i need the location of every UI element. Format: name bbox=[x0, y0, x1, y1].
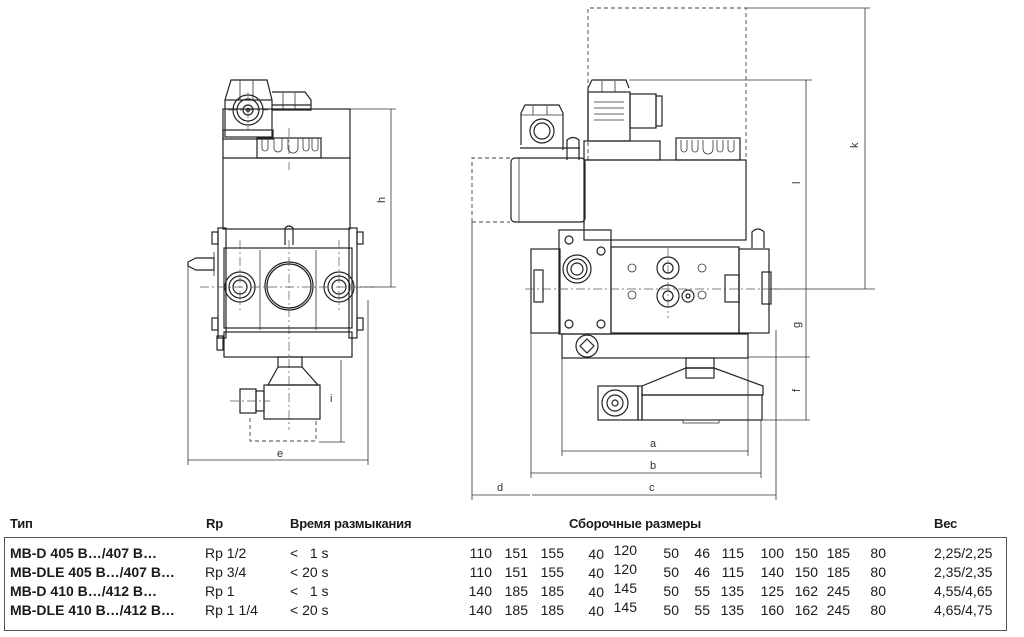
cell-rp: Rp 1 1/4 bbox=[205, 602, 258, 618]
dim-label-b: b bbox=[650, 460, 656, 472]
cell-dimension: 140 bbox=[468, 583, 492, 599]
side-view: k l g f a b d c bbox=[471, 7, 875, 500]
inlet-port-icon bbox=[562, 254, 592, 284]
cell-dimension: 185 bbox=[540, 583, 564, 599]
header-time: Время размыкания bbox=[290, 516, 412, 531]
cell-rp: Rp 1/2 bbox=[205, 545, 247, 561]
header-type: Тип bbox=[10, 516, 33, 531]
cell-dimension: 155 bbox=[540, 545, 564, 561]
cell-dimension: 245 bbox=[826, 602, 850, 618]
cell-dimension: 140 bbox=[760, 564, 784, 580]
cell-dimension: 55 bbox=[694, 602, 710, 618]
cell-dimension: 50 bbox=[663, 602, 679, 618]
table-frame bbox=[4, 537, 1007, 631]
coil-port-icon bbox=[529, 118, 555, 144]
cell-dimension: 145 bbox=[613, 599, 637, 615]
cell-time: < 1 s bbox=[290, 583, 329, 599]
cell-dimension: 40 bbox=[588, 565, 604, 581]
cell-type: MB-D 405 B…/407 B… bbox=[10, 545, 158, 561]
cell-dimension: 151 bbox=[504, 545, 528, 561]
cell-dimension: 110 bbox=[469, 564, 492, 580]
cell-type: MB-DLE 410 B…/412 B… bbox=[10, 602, 175, 618]
dim-label-h: h bbox=[376, 197, 388, 203]
cell-dimension: 50 bbox=[663, 545, 679, 561]
cell-type: MB-D 410 B…/412 B… bbox=[10, 583, 158, 599]
cell-dimension: 185 bbox=[504, 602, 528, 618]
cell-dimension: 110 bbox=[469, 545, 492, 561]
dim-label-e: e bbox=[277, 448, 283, 460]
cell-time: < 1 s bbox=[290, 545, 329, 561]
cell-dimension: 50 bbox=[663, 583, 679, 599]
cell-dimension: 151 bbox=[504, 564, 528, 580]
cell-dimension: 50 bbox=[663, 564, 679, 580]
cell-dimension: 120 bbox=[613, 542, 637, 558]
cell-dimension: 155 bbox=[540, 564, 564, 580]
header-weight: Вес bbox=[934, 516, 958, 531]
dim-label-f: f bbox=[791, 388, 803, 392]
cell-dimension: 80 bbox=[870, 545, 886, 561]
cell-dimension: 115 bbox=[721, 564, 744, 580]
cell-weight: 4,55/4,65 bbox=[934, 583, 993, 599]
cell-type: MB-DLE 405 B…/407 B… bbox=[10, 564, 175, 580]
front-view: h i e bbox=[187, 79, 396, 465]
watermark bbox=[1006, 528, 1020, 628]
cell-dimension: 140 bbox=[468, 602, 492, 618]
cell-dimension: 115 bbox=[721, 545, 744, 561]
cell-dimension: 40 bbox=[588, 546, 604, 562]
cell-dimension: 120 bbox=[613, 561, 637, 577]
technical-drawing: h i e bbox=[187, 7, 875, 500]
cell-dimension: 162 bbox=[794, 602, 818, 618]
dim-label-i: i bbox=[330, 393, 332, 405]
cell-time: < 20 s bbox=[290, 564, 329, 580]
cell-rp: Rp 3/4 bbox=[205, 564, 247, 580]
dim-label-g: g bbox=[791, 322, 803, 328]
cell-dimension: 160 bbox=[760, 602, 784, 618]
adjust-screw-icon bbox=[575, 334, 599, 358]
cell-dimension: 40 bbox=[588, 584, 604, 600]
dim-label-d: d bbox=[497, 482, 503, 494]
cell-weight: 4,65/4,75 bbox=[934, 602, 993, 618]
cell-dimension: 150 bbox=[794, 545, 818, 561]
left-plate bbox=[558, 229, 612, 335]
dim-label-a: a bbox=[650, 438, 657, 450]
cell-dimension: 80 bbox=[870, 583, 886, 599]
cell-dimension: 80 bbox=[870, 564, 886, 580]
cell-dimension: 185 bbox=[504, 583, 528, 599]
dim-label-l: l bbox=[791, 182, 803, 184]
cell-dimension: 135 bbox=[720, 602, 744, 618]
cell-dimension: 145 bbox=[613, 580, 637, 596]
cell-dimension: 40 bbox=[588, 603, 604, 619]
cell-weight: 2,25/2,25 bbox=[934, 545, 993, 561]
cell-dimension: 162 bbox=[794, 583, 818, 599]
cell-weight: 2,35/2,35 bbox=[934, 564, 993, 580]
cell-dimension: 100 bbox=[760, 545, 784, 561]
cell-dimension: 185 bbox=[826, 564, 850, 580]
cell-dimension: 135 bbox=[720, 583, 744, 599]
cell-dimension: 46 bbox=[694, 564, 710, 580]
cell-time: < 20 s bbox=[290, 602, 329, 618]
cell-dimension: 80 bbox=[870, 602, 886, 618]
cell-dimension: 185 bbox=[826, 545, 850, 561]
dim-label-k: k bbox=[849, 142, 861, 148]
dim-label-c: c bbox=[649, 482, 655, 494]
header-dimensions: Сборочные размеры bbox=[569, 516, 702, 531]
cell-dimension: 125 bbox=[760, 583, 784, 599]
cell-dimension: 55 bbox=[694, 583, 710, 599]
cell-dimension: 46 bbox=[694, 545, 710, 561]
switch-connector-icon bbox=[601, 389, 629, 417]
cell-dimension: 185 bbox=[540, 602, 564, 618]
header-rp: Rp bbox=[206, 516, 223, 531]
cell-dimension: 150 bbox=[794, 564, 818, 580]
cell-dimension: 245 bbox=[826, 583, 850, 599]
cell-rp: Rp 1 bbox=[205, 583, 235, 599]
